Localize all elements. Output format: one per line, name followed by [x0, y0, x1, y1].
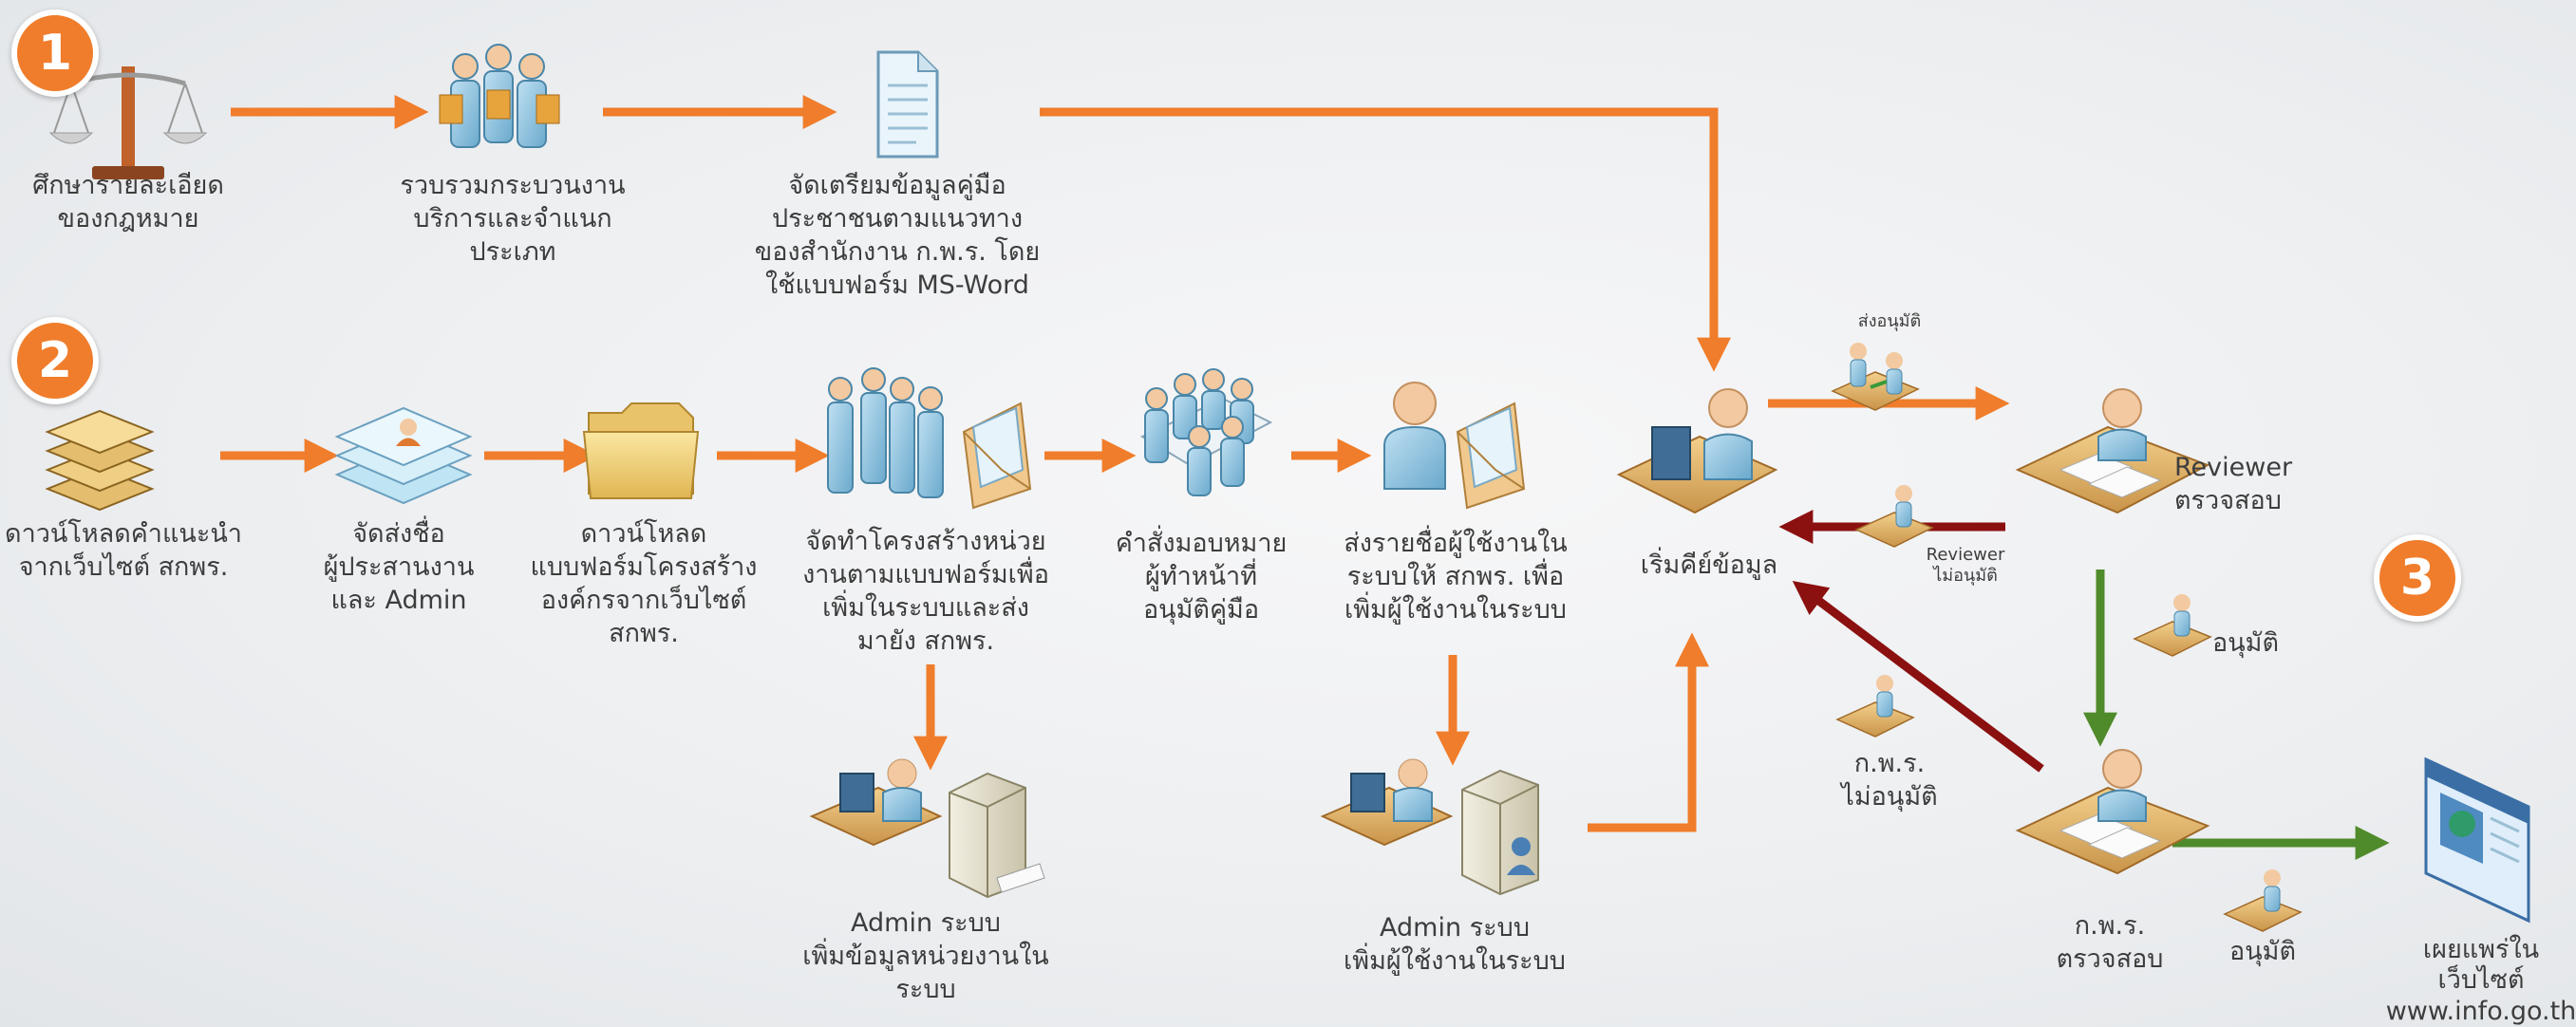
- small-desk-icon-approve2: [2223, 869, 2303, 932]
- label-download-guide: ดาวน์โหลดคำแนะนำจากเว็บไซต์ สกพร.: [5, 519, 242, 583]
- arrows-orange: [220, 95, 2010, 832]
- label-assign-approver: คำสั่งมอบหมายผู้ทำหน้าที่อนุมัติคู่มือ: [1115, 529, 1288, 626]
- label-approve-1: อนุมัติ: [2212, 628, 2280, 658]
- step-badge-3: 3: [2374, 534, 2461, 622]
- label-collect-services: รวบรวมกระบวนงานบริการและจำแนกประเภท: [400, 171, 626, 268]
- scales-icon: [48, 66, 208, 179]
- small-handoff-icon: [1831, 343, 1920, 411]
- arrows-red: [1778, 510, 2044, 773]
- meeting-icon: [1139, 368, 1273, 496]
- label-build-structure: จัดทำโครงสร้างหน่วยงานตามแบบฟอร์มเพื่อเพ…: [802, 527, 1049, 657]
- document-group-icon: [439, 44, 560, 148]
- label-opdc-reject: ก.พ.ร.ไม่อนุมัติ: [1841, 749, 1938, 812]
- document-icon: [876, 50, 939, 159]
- label-approve-2: อนุมัติ: [2228, 937, 2297, 966]
- label-send-approve: ส่งอนุมัติ: [1857, 311, 1922, 331]
- label-download-form: ดาวน์โหลดแบบฟอร์มโครงสร้างองค์กรจากเว็บไ…: [530, 519, 758, 649]
- website-icon: [2424, 756, 2530, 924]
- server-icon: [949, 772, 1045, 899]
- small-desk-icon-reject1: [1854, 485, 1934, 548]
- books-icon: [45, 409, 155, 512]
- small-desk-icon-approve1: [2133, 594, 2212, 657]
- opdc-reviewer-icon: [2015, 749, 2210, 875]
- profile-cards-icon: [334, 406, 473, 505]
- label-publish-website: เผยแพร่ในเว็บไซต์www.info.go.th: [2385, 935, 2576, 1026]
- label-study-law: ศึกษารายละเอียดของกฎหมาย: [32, 171, 224, 234]
- label-send-users: ส่งรายชื่อผู้ใช้งานในระบบให้ สกพร. เพื่อ…: [1344, 529, 1568, 626]
- label-opdc-review: ก.พ.ร.ตรวจสอบ: [2056, 911, 2164, 975]
- arrow-r1-to-entry: [1040, 107, 1731, 372]
- admin-workstation-icon: [809, 758, 943, 847]
- step-badge-1: 1: [11, 9, 99, 97]
- label-admin-add-users: Admin ระบบเพิ่มผู้ใช้งานในระบบ: [1344, 913, 1566, 977]
- person-icon: [1383, 382, 1446, 490]
- team-icon: [827, 367, 944, 498]
- arrows-green: [2083, 570, 2390, 860]
- arrow-opdc-reject: [1792, 580, 2044, 773]
- server-user-icon: [1461, 769, 1539, 896]
- reviewer-icon: [2015, 388, 2210, 514]
- arrow-admin2-to-entry: [1588, 632, 1709, 832]
- label-admin-add-agency: Admin ระบบเพิ่มข้อมูลหน่วยงานในระบบ: [802, 908, 1049, 1005]
- label-start-entry: เริ่มคีย์ข้อมูล: [1640, 551, 1778, 580]
- label-send-coordinator: จัดส่งชื่อผู้ประสานงานและ Admin: [323, 519, 475, 616]
- admin-workstation-icon-2: [1320, 758, 1454, 847]
- label-prepare-manual: จัดเตรียมข้อมูลคู่มือประชาชนตามแนวทางของ…: [754, 171, 1041, 301]
- small-desk-icon-reject2: [1835, 675, 1915, 738]
- envelope-icon: [962, 401, 1032, 510]
- step-badge-2: 2: [11, 317, 99, 404]
- folder-icon: [582, 402, 700, 499]
- envelope-icon-2: [1456, 401, 1526, 510]
- data-entry-worker-icon: [1616, 388, 1778, 514]
